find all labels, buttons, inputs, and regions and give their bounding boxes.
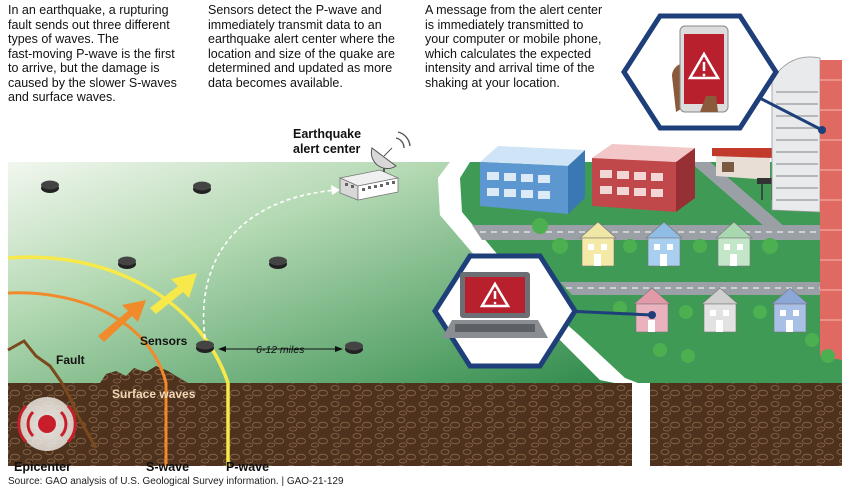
step-1-text-a: In an earthquake, a rupturing fault send…: [8, 3, 170, 46]
trees: [532, 218, 835, 363]
river-bank: [438, 162, 638, 383]
alert-center-label: Earthquake: [293, 127, 361, 141]
p-wave-arrow: [150, 273, 197, 314]
step-1-text-b: fast-moving P-wave is the first to arriv…: [8, 46, 177, 105]
restaurant-building: [712, 148, 777, 200]
sensor-icon: [41, 180, 363, 354]
warning-icon: [687, 51, 721, 80]
step-2-caption: Sensors detect the P-wave and immediatel…: [208, 3, 398, 90]
p-wave-label: P-wave: [226, 460, 269, 474]
warning-icon: [479, 281, 511, 308]
step-2-text: Sensors detect the P-wave and immediatel…: [208, 3, 395, 90]
sensors-label: Sensors: [140, 334, 188, 348]
house-row-lower: [633, 287, 809, 333]
transmission-path: [202, 189, 337, 339]
step-3-caption: A message from the alert center is immed…: [425, 3, 603, 90]
soil-left: [8, 366, 632, 466]
office-building-blue: [480, 146, 585, 214]
fault-label: Fault: [56, 353, 85, 367]
source-note: Source: GAO analysis of U.S. Geological …: [8, 476, 344, 487]
soil-right: [650, 383, 842, 466]
satellite-dish-icon: [370, 131, 411, 172]
high-rise-building: [771, 56, 842, 360]
ground-surface-right: [460, 162, 842, 383]
alert-center-building: [338, 169, 400, 201]
s-wave-arrow: [98, 300, 146, 342]
office-building-red: [592, 144, 695, 212]
phone-icon: [672, 25, 729, 113]
distance-label: 6-12 miles: [256, 344, 305, 356]
s-wave-label: S-wave: [146, 460, 189, 474]
epicenter-label: Epicenter: [14, 460, 71, 474]
phone-callout: [621, 13, 779, 131]
alert-center-label-2: alert center: [293, 142, 361, 156]
p-wave-arc: [7, 255, 230, 466]
fault-line: [7, 339, 98, 449]
house-row-upper: [579, 221, 753, 267]
epicenter-icon: [17, 404, 77, 444]
laptop-callout: [432, 253, 578, 369]
step-1-caption: In an earthquake, a rupturing fault send…: [8, 3, 186, 105]
surface-waves-label: Surface waves: [112, 387, 196, 401]
s-wave-arc: [7, 291, 168, 466]
road-diagonal: [690, 162, 800, 240]
step-3-text: A message from the alert center is immed…: [425, 3, 603, 90]
